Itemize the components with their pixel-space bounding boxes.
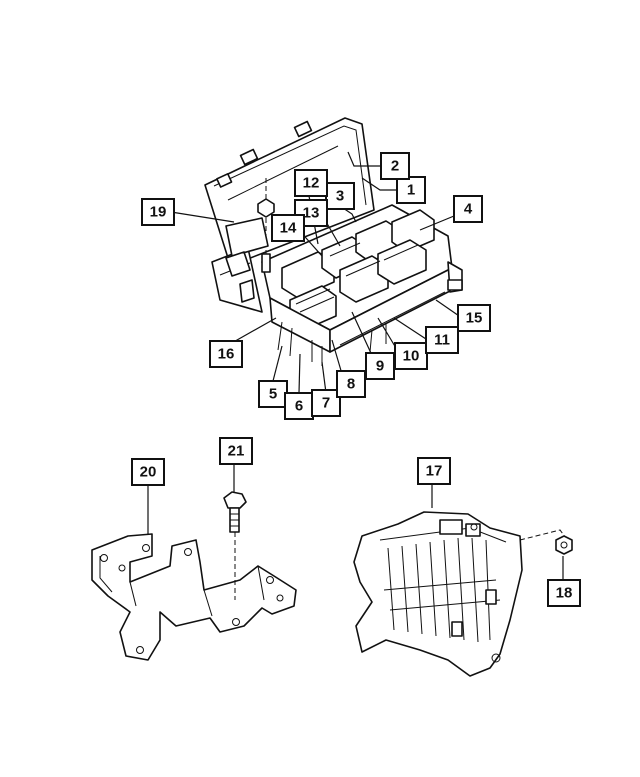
callout-17: 17 [417, 457, 451, 485]
callout-3: 3 [325, 182, 355, 210]
svg-text:3: 3 [336, 188, 344, 205]
svg-text:1: 1 [407, 182, 415, 199]
svg-text:16: 16 [218, 346, 235, 363]
svg-text:17: 17 [426, 463, 443, 480]
svg-text:12: 12 [303, 175, 320, 192]
svg-text:20: 20 [140, 464, 157, 481]
callout-4: 4 [453, 195, 483, 223]
callout-11: 11 [425, 326, 459, 354]
callout-9: 9 [365, 352, 395, 380]
svg-text:10: 10 [403, 348, 420, 365]
svg-text:9: 9 [376, 358, 384, 375]
callout-16: 16 [209, 340, 243, 368]
svg-text:2: 2 [391, 158, 399, 175]
svg-text:18: 18 [556, 585, 573, 602]
svg-text:7: 7 [322, 395, 330, 412]
svg-text:5: 5 [269, 386, 277, 403]
callout-8: 8 [336, 370, 366, 398]
callout-12: 12 [294, 169, 328, 197]
callout-10: 10 [394, 342, 428, 370]
svg-text:8: 8 [347, 376, 355, 393]
fuse-box-assembly [204, 117, 463, 366]
svg-text:11: 11 [434, 332, 450, 349]
svg-text:15: 15 [466, 310, 483, 327]
lower-housing-tray [353, 511, 567, 677]
svg-text:6: 6 [295, 398, 303, 415]
svg-text:19: 19 [150, 204, 167, 221]
callout-2: 2 [380, 152, 410, 180]
callout-18: 18 [547, 579, 581, 607]
callout-6: 6 [284, 392, 314, 420]
callout-5: 5 [258, 380, 288, 408]
callout-21: 21 [219, 437, 253, 465]
svg-text:14: 14 [280, 220, 297, 237]
callout-14: 14 [271, 214, 305, 242]
nut [555, 535, 573, 555]
svg-text:21: 21 [228, 443, 245, 460]
callout-1: 1 [396, 176, 426, 204]
callout-20: 20 [131, 458, 165, 486]
callout-15: 15 [457, 304, 491, 332]
svg-text:13: 13 [303, 205, 320, 222]
callout-7: 7 [311, 389, 341, 417]
svg-text:4: 4 [464, 201, 473, 218]
callout-13: 13 [294, 199, 328, 227]
mounting-bracket [91, 533, 297, 661]
callout-19: 19 [141, 198, 175, 226]
bolt [223, 491, 247, 600]
